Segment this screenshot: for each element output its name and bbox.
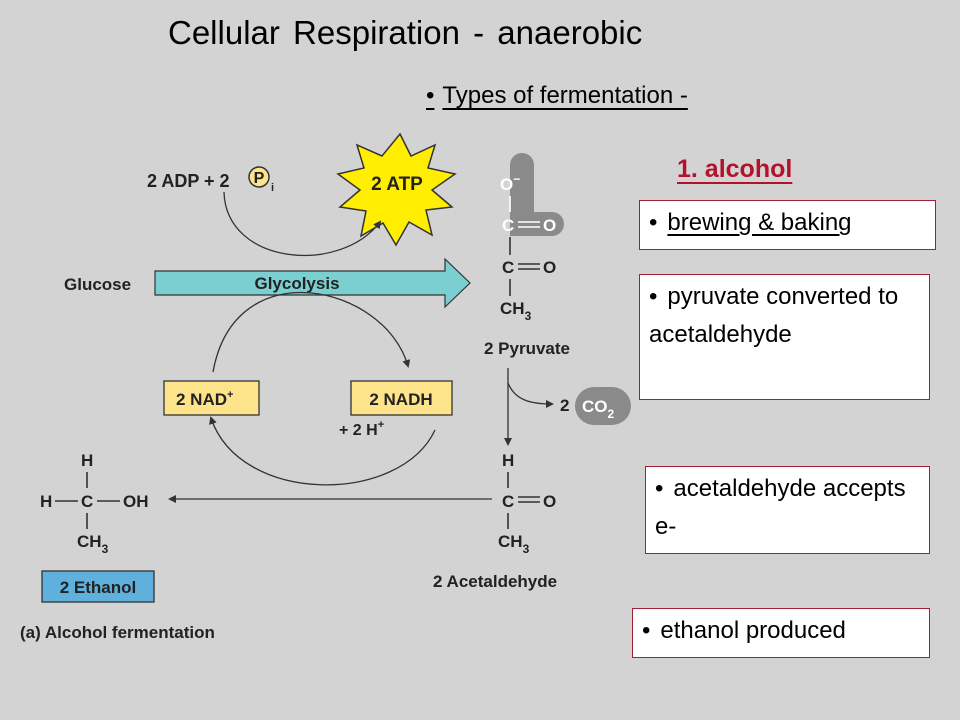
co2-label: CO2 — [582, 397, 615, 421]
glycolysis-arrow — [154, 257, 471, 309]
nadh-box — [350, 380, 453, 416]
pyruvate-o-minus: O− — [500, 172, 520, 194]
pi-sub: i — [271, 182, 274, 194]
bullet: • — [655, 475, 664, 502]
co2-highlight — [575, 387, 631, 425]
note-box: • ethanol produced — [632, 608, 930, 658]
note-text: pyruvate converted to acetaldehyde — [649, 283, 899, 348]
pyruvate-o1: O — [543, 216, 556, 235]
nad-box — [163, 380, 260, 416]
pyruvate-ch3: CH3 — [500, 299, 532, 323]
carboxyl-highlight — [510, 153, 564, 236]
atp-label: 2 ATP — [371, 174, 423, 195]
subtitle-text: Types of fermentation - — [442, 82, 688, 109]
glucose-label: Glucose — [64, 275, 131, 294]
diagram-caption: (a) Alcohol fermentation — [20, 623, 215, 642]
ethanol-ch3: CH3 — [77, 532, 109, 556]
pyruvate-c1: C — [502, 216, 514, 235]
ethanol-c: C — [81, 492, 93, 511]
nad-cycle-top — [212, 291, 411, 373]
pi-p: P — [254, 170, 265, 187]
co2-count: 2 — [560, 396, 569, 415]
ethanol-h-left: H — [40, 492, 52, 511]
pyruvate-label: 2 Pyruvate — [484, 339, 570, 358]
acetaldehyde-h: H — [502, 451, 514, 470]
pi-circle — [248, 166, 270, 188]
subtitle: • Types of fermentation - — [426, 82, 688, 110]
pyruvate-c2: C — [502, 258, 514, 277]
acetaldehyde-o: O — [543, 492, 556, 511]
ethanol-box — [41, 570, 155, 603]
atp-burst — [336, 132, 457, 247]
atp-arc — [223, 191, 382, 257]
nadh-label: 2 NADH — [369, 390, 432, 409]
section-label: 1. alcohol — [677, 155, 793, 183]
glycolysis-label: Glycolysis — [254, 274, 339, 293]
nad-cycle-bottom — [209, 416, 436, 486]
note-text: ethanol produced — [660, 617, 846, 644]
note-text: acetaldehyde accepts e- — [655, 475, 906, 540]
slide-title: Cellular Respiration - anaerobic — [168, 14, 643, 51]
ethanol-h-top: H — [81, 451, 93, 470]
nad-label: 2 NAD+ — [176, 389, 233, 409]
acetaldehyde-ch3: CH3 — [498, 532, 530, 556]
acetaldehyde-label: 2 Acetaldehyde — [433, 572, 557, 591]
note-box: •pyruvate converted to acetaldehyde — [639, 274, 930, 400]
note-box: • brewing & baking — [639, 200, 936, 250]
note-box: •acetaldehyde accepts e- — [645, 466, 930, 554]
ethanol-label: 2 Ethanol — [60, 578, 137, 597]
pyruvate-o2: O — [543, 258, 556, 277]
h-plus-label: + 2 H+ — [339, 419, 384, 439]
bullet: • — [649, 209, 658, 236]
note-text: brewing & baking — [667, 209, 852, 236]
bullet: • — [649, 283, 658, 310]
acetaldehyde-c: C — [502, 492, 514, 511]
adp-label: 2 ADP + 2 — [147, 171, 230, 191]
ethanol-oh: OH — [123, 492, 149, 511]
bullet: • — [642, 617, 651, 644]
bullet: • — [426, 82, 435, 109]
co2-branch-arrow — [507, 382, 554, 408]
